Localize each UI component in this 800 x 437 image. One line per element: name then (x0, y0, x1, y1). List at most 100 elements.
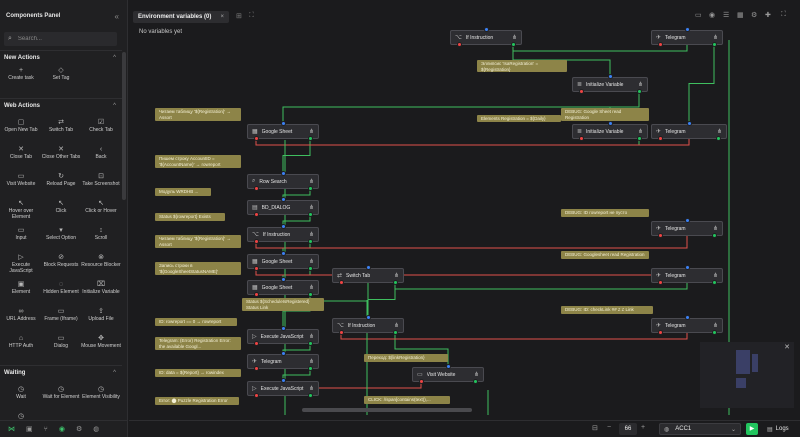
node-menu-icon[interactable]: ⋔ (308, 179, 314, 185)
node-menu-icon[interactable]: ⋔ (716, 129, 722, 135)
component-tile[interactable]: ▭Input (1, 226, 41, 241)
share-icon[interactable]: ⋈ (8, 426, 15, 433)
tab-environment-variables[interactable]: Environment variables (0) × (133, 11, 229, 23)
chevron-up-icon[interactable]: ^ (113, 103, 116, 109)
section-header[interactable]: Web Actions^ (0, 100, 122, 112)
node-menu-icon[interactable]: ⋔ (308, 129, 314, 135)
node-menu-icon[interactable]: ⋔ (393, 323, 399, 329)
comment-note[interactable]: Переход: ${linkRegistration} (364, 354, 448, 362)
input-port[interactable] (685, 315, 690, 320)
component-tile[interactable]: ▭Visit Website (1, 172, 41, 187)
panel-scrollbar[interactable] (122, 52, 126, 200)
error-port[interactable] (254, 212, 259, 217)
error-port[interactable] (579, 89, 584, 94)
component-tile[interactable]: ⊡Take Screenshot (81, 172, 121, 187)
logs-button[interactable]: ▤ Logs (767, 423, 789, 435)
node-menu-icon[interactable]: ⋔ (473, 372, 479, 378)
input-port[interactable] (685, 265, 690, 270)
workflow-node[interactable]: ✈Telegram⋔ (651, 218, 723, 238)
component-tile[interactable]: ▣Element (1, 280, 41, 295)
node-menu-icon[interactable]: ⋔ (308, 285, 314, 291)
component-tile[interactable]: ✕Close Other Tabs (41, 145, 81, 160)
node-menu-icon[interactable]: ⋔ (308, 232, 314, 238)
workflow-node[interactable]: ▭Visit Website⋔ (412, 364, 484, 384)
component-tile[interactable]: ⇄Switch Tab (41, 118, 81, 133)
comment-note[interactable]: Elements Registration = ${Daily} (477, 115, 561, 122)
node-menu-icon[interactable]: ⋔ (308, 334, 314, 340)
node-menu-icon[interactable]: ⋔ (308, 386, 314, 392)
workflow-node[interactable]: ✈Telegram⋔ (651, 27, 723, 47)
error-port[interactable] (254, 366, 259, 371)
comment-note[interactable]: CLICK: //span[contains(text(),... (364, 396, 450, 404)
success-port[interactable] (308, 393, 313, 398)
workflow-node[interactable]: ⌥If Instruction⋔ (332, 315, 404, 335)
workflow-node[interactable]: ⌥If Instruction⋔ (247, 224, 319, 244)
component-tile[interactable]: ◷Wait (1, 385, 41, 400)
gear-icon[interactable]: ⚙ (751, 12, 758, 19)
success-port[interactable] (308, 266, 313, 271)
workflow-node[interactable]: ✈Telegram⋔ (651, 265, 723, 285)
chevron-up-icon[interactable]: ^ (113, 55, 116, 61)
input-port[interactable] (281, 326, 286, 331)
tab-close-icon[interactable]: × (220, 14, 224, 20)
add-variable-icon[interactable]: ⊞ (236, 13, 242, 20)
input-port[interactable] (685, 27, 690, 32)
input-port[interactable] (281, 121, 286, 126)
component-tile[interactable]: ▭Dialog (41, 334, 81, 349)
layout-icon[interactable]: ▣ (26, 426, 33, 433)
account-select[interactable]: ◍ ACC1 ⌄ (659, 423, 741, 435)
input-port[interactable] (281, 197, 286, 202)
component-tile[interactable]: ↻Reload Page (41, 172, 81, 187)
input-port[interactable] (281, 224, 286, 229)
error-port[interactable] (658, 136, 663, 141)
error-port[interactable] (579, 136, 584, 141)
workflow-node[interactable]: ▦Google Sheet⋔ (247, 277, 319, 297)
list-icon[interactable]: ☰ (723, 12, 730, 19)
component-tile[interactable]: ▭Frame (Iframe) (41, 307, 81, 322)
workflow-node[interactable]: ⌥If Instruction⋔ (450, 27, 522, 47)
success-port[interactable] (637, 89, 642, 94)
success-port[interactable] (393, 280, 398, 285)
comment-note[interactable]: Модуль WRDHB ... (155, 188, 211, 196)
component-tile[interactable]: ▢Open New Tab (1, 118, 41, 133)
chevron-up-icon[interactable]: ^ (113, 370, 116, 376)
puzzle-icon[interactable]: ✚ (765, 12, 771, 19)
node-menu-icon[interactable]: ⋔ (712, 35, 718, 41)
input-port[interactable] (687, 121, 692, 126)
comment-note[interactable]: Запись строки в '${GoogleSheetStatusNAME… (155, 262, 241, 275)
table-icon[interactable]: ▦ (737, 12, 744, 19)
workflow-node[interactable]: ✈Telegram⋔ (651, 121, 727, 141)
component-tile[interactable]: ◷Wait for Element (41, 385, 81, 400)
canvas-horizontal-scrollbar[interactable] (302, 408, 472, 412)
workflow-node[interactable]: ▷Execute JavaScript⋔ (247, 378, 319, 398)
component-tile[interactable]: ✥Mouse Movement (81, 334, 121, 349)
input-port[interactable] (281, 351, 286, 356)
error-port[interactable] (419, 379, 424, 384)
error-port[interactable] (658, 233, 663, 238)
plus-icon[interactable]: + (641, 424, 646, 431)
component-tile[interactable]: ☑Check Tab (81, 118, 121, 133)
comment-note[interactable]: DEBUG: Googlesheet read Registration (561, 251, 649, 259)
component-tile[interactable]: ↖Hover over Element (1, 199, 41, 220)
node-menu-icon[interactable]: ⋔ (511, 35, 517, 41)
search-box[interactable]: ⌕ (4, 32, 117, 46)
run-button[interactable]: ▶ (746, 423, 758, 435)
component-tile[interactable]: ◷Element Visibility (81, 385, 121, 400)
success-port[interactable] (712, 233, 717, 238)
node-menu-icon[interactable]: ⋔ (712, 273, 718, 279)
workflow-node[interactable]: ▤BD_DIALOG⋔ (247, 197, 319, 217)
workflow-node[interactable]: ⌕Row Search⋔ (247, 171, 319, 191)
component-tile[interactable]: ‹Back (81, 145, 121, 160)
success-port[interactable] (308, 292, 313, 297)
comment-note[interactable]: Читаем таблицу '${Registration}' → Assor… (155, 108, 241, 121)
error-port[interactable] (339, 330, 344, 335)
success-port[interactable] (308, 186, 313, 191)
component-tile[interactable]: ⊗Resource Blocker (81, 253, 121, 268)
node-menu-icon[interactable]: ⋔ (637, 129, 643, 135)
node-menu-icon[interactable]: ⋔ (393, 273, 399, 279)
success-port[interactable] (716, 136, 721, 141)
component-tile[interactable]: ⊘Block Requests (41, 253, 81, 268)
eye-icon[interactable]: ◉ (709, 12, 716, 19)
workflow-node[interactable]: ≣Initialize Variable⋔ (572, 74, 648, 94)
error-port[interactable] (254, 239, 259, 244)
